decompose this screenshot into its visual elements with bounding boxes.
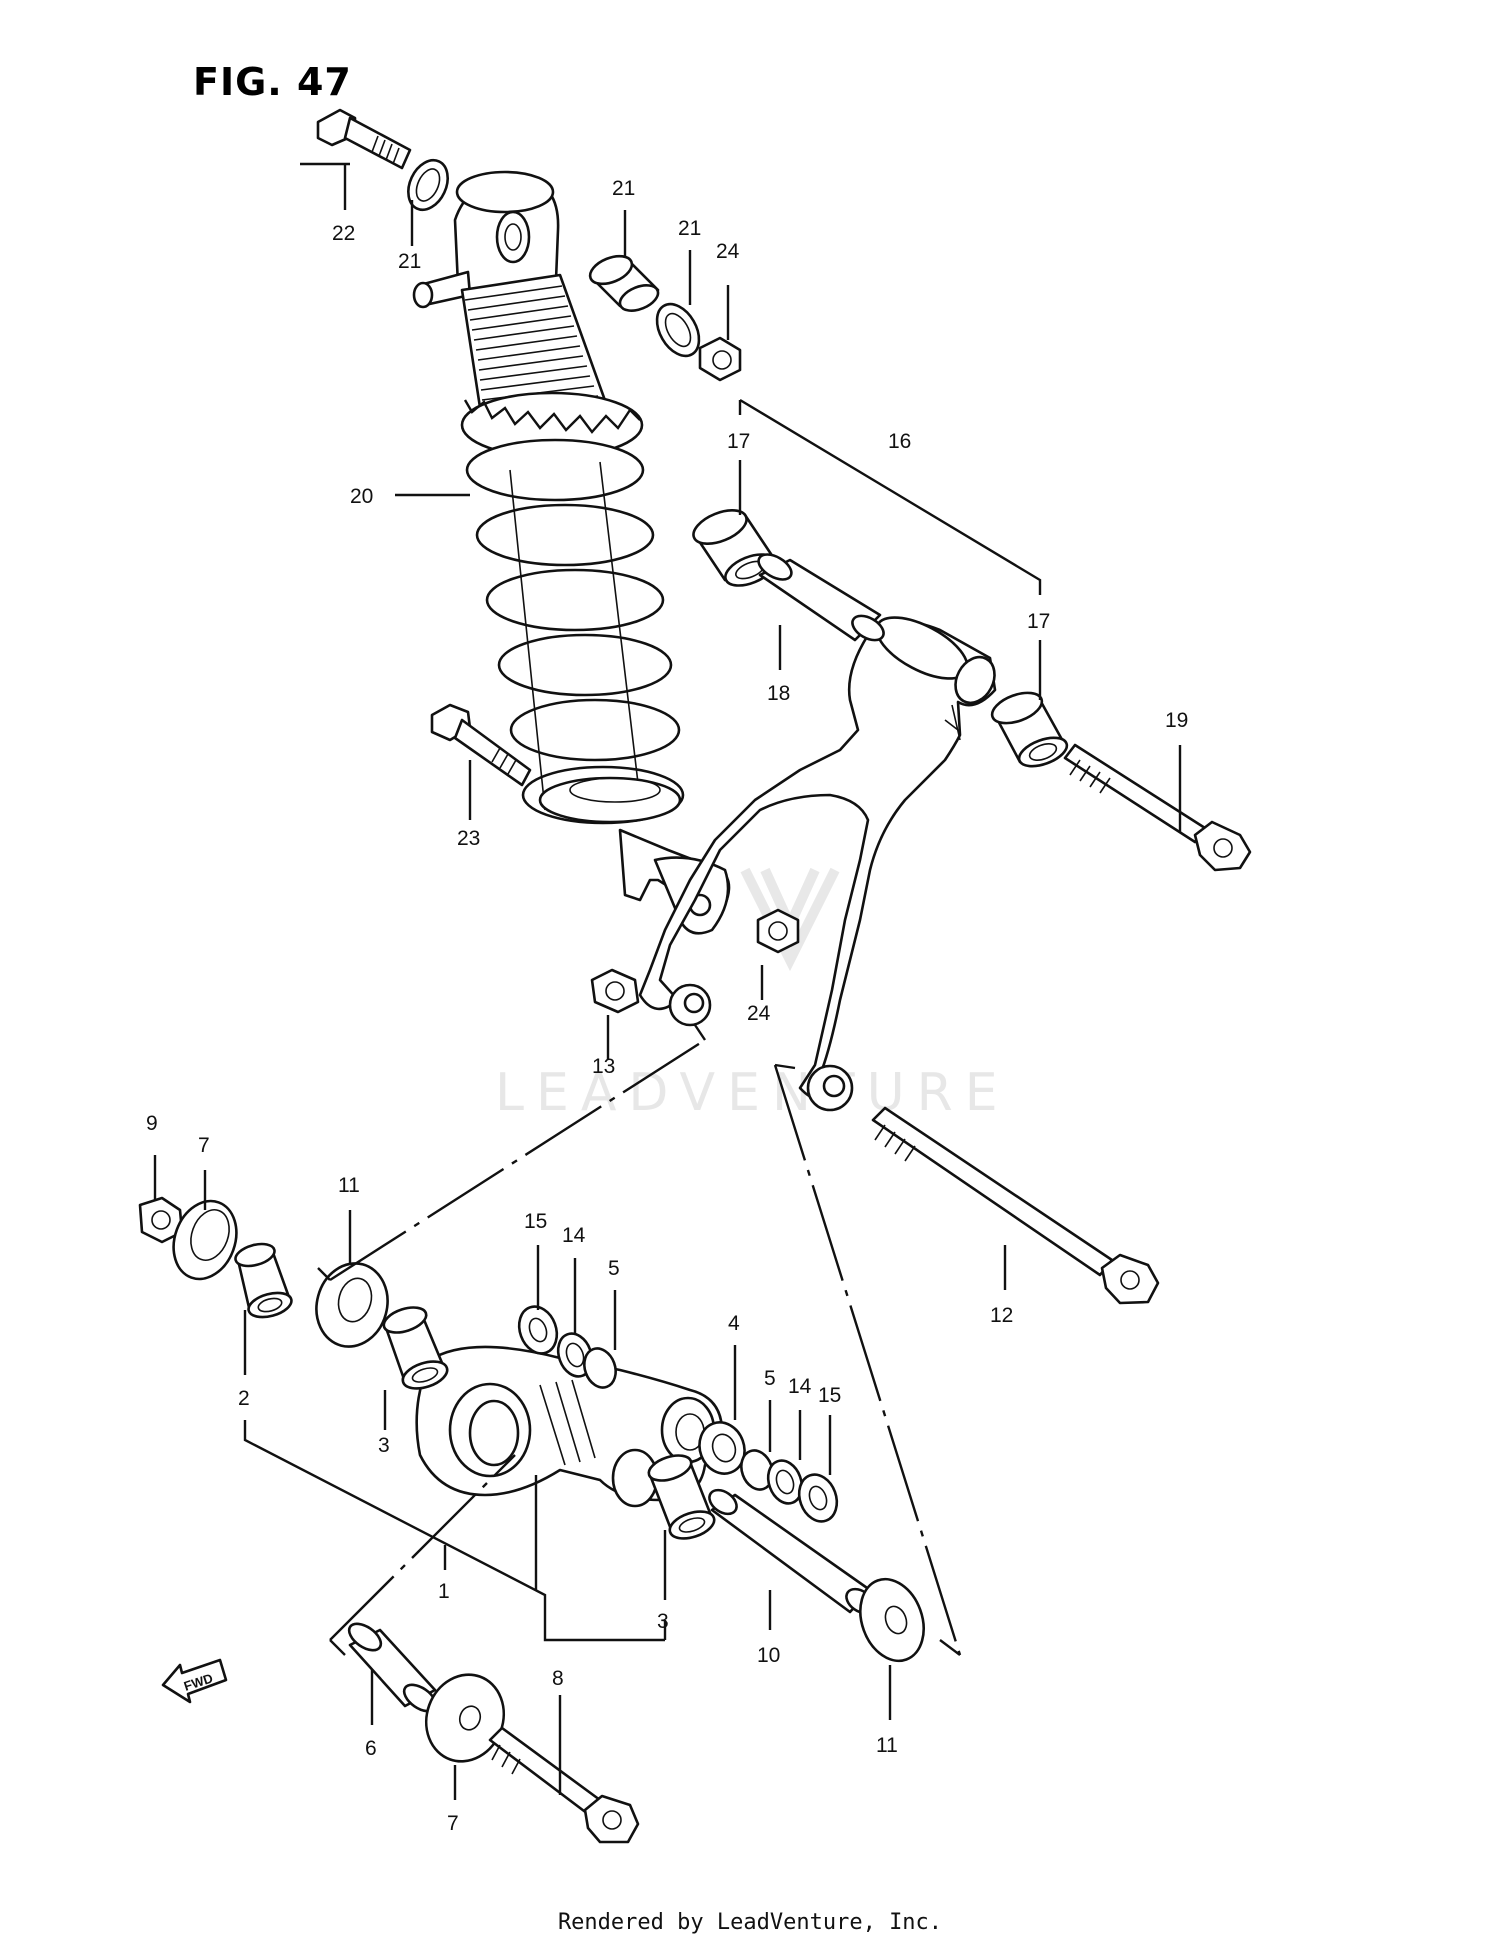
callout-10: 10 [757, 1644, 780, 1667]
cushion-lever-1[interactable] [415, 1345, 724, 1508]
spacer-11-lower[interactable] [849, 1570, 934, 1669]
cushion-rod-16[interactable] [638, 605, 1002, 1112]
callout-15-upper: 15 [524, 1210, 547, 1233]
callout-14-right: 14 [788, 1375, 812, 1398]
callout-labels: 22 21 21 21 24 17 16 17 18 19 20 23 24 1… [146, 177, 1188, 1835]
bearing-17-left[interactable] [689, 504, 779, 592]
collar-21[interactable] [586, 251, 662, 316]
callout-11-upper: 11 [338, 1174, 360, 1197]
bearing-2[interactable] [233, 1240, 294, 1321]
nut-24-lower[interactable] [756, 908, 800, 954]
footer-credit: Rendered by LeadVenture, Inc. [557, 1910, 943, 1935]
washer-7-upper[interactable] [163, 1192, 247, 1288]
callout-21-a: 21 [398, 250, 421, 273]
washer-14-right[interactable] [762, 1456, 807, 1508]
callout-23: 23 [457, 827, 480, 850]
callout-19: 19 [1165, 709, 1188, 732]
nut-24-upper[interactable] [698, 336, 742, 382]
nut-13[interactable] [590, 968, 640, 1014]
watermark-text: LEADVENTURE [495, 1063, 1010, 1123]
callout-5-right: 5 [764, 1367, 776, 1390]
bolt-19[interactable] [1063, 743, 1252, 872]
fwd-arrow-icon: FWD [161, 1658, 228, 1704]
callout-21-c: 21 [678, 217, 701, 240]
bearing-3-upper[interactable] [381, 1303, 451, 1394]
callout-8: 8 [552, 1667, 564, 1690]
callout-13: 13 [592, 1055, 615, 1078]
bolt-23[interactable] [430, 703, 532, 787]
callout-16: 16 [888, 430, 911, 453]
bearing-3-lower[interactable] [646, 1451, 718, 1544]
washer-21-left[interactable] [401, 154, 456, 216]
rear-shock-absorber[interactable] [412, 170, 731, 935]
callout-15-right: 15 [818, 1384, 841, 1407]
callout-9: 9 [146, 1112, 158, 1135]
callout-21-b: 21 [612, 177, 635, 200]
callout-7-lower: 7 [447, 1812, 459, 1835]
callout-14-upper: 14 [562, 1224, 586, 1247]
callout-11-lower: 11 [876, 1734, 898, 1757]
spacer-11-upper[interactable] [307, 1255, 396, 1354]
seal-15-upper[interactable] [513, 1301, 563, 1358]
callout-22: 22 [332, 222, 355, 245]
seal-15-right[interactable] [793, 1469, 843, 1526]
watermark: LEADVENTURE [495, 867, 1010, 1123]
callout-7-upper: 7 [198, 1134, 210, 1157]
callout-4: 4 [728, 1312, 740, 1335]
washer-7-lower[interactable] [414, 1664, 516, 1773]
pipe-10[interactable] [705, 1485, 878, 1618]
callout-18: 18 [767, 682, 790, 705]
callout-24-b: 24 [747, 1002, 771, 1025]
callout-6: 6 [365, 1737, 377, 1760]
collar-6[interactable] [345, 1618, 441, 1716]
bearing-17-right[interactable] [988, 687, 1070, 772]
collar-18[interactable] [754, 549, 887, 645]
callout-3-lower: 3 [657, 1610, 669, 1633]
bearing-4[interactable] [692, 1416, 751, 1480]
callout-17-b: 17 [1027, 610, 1050, 633]
washer-21-right[interactable] [648, 297, 707, 363]
bolt-22[interactable] [316, 108, 412, 170]
callout-5-upper: 5 [608, 1257, 620, 1280]
callout-20: 20 [350, 485, 373, 508]
callout-17-a: 17 [727, 430, 750, 453]
callout-1: 1 [438, 1580, 450, 1603]
callout-2: 2 [238, 1387, 250, 1410]
bolt-12[interactable] [871, 1106, 1160, 1305]
bolt-8[interactable] [488, 1726, 640, 1844]
callout-12: 12 [990, 1304, 1013, 1327]
cap-5-upper[interactable] [579, 1344, 621, 1392]
leader-lines [153, 162, 1182, 1800]
figure-title: FIG. 47 [193, 60, 352, 104]
callout-3-upper: 3 [378, 1434, 390, 1457]
callout-24-a: 24 [716, 240, 740, 263]
